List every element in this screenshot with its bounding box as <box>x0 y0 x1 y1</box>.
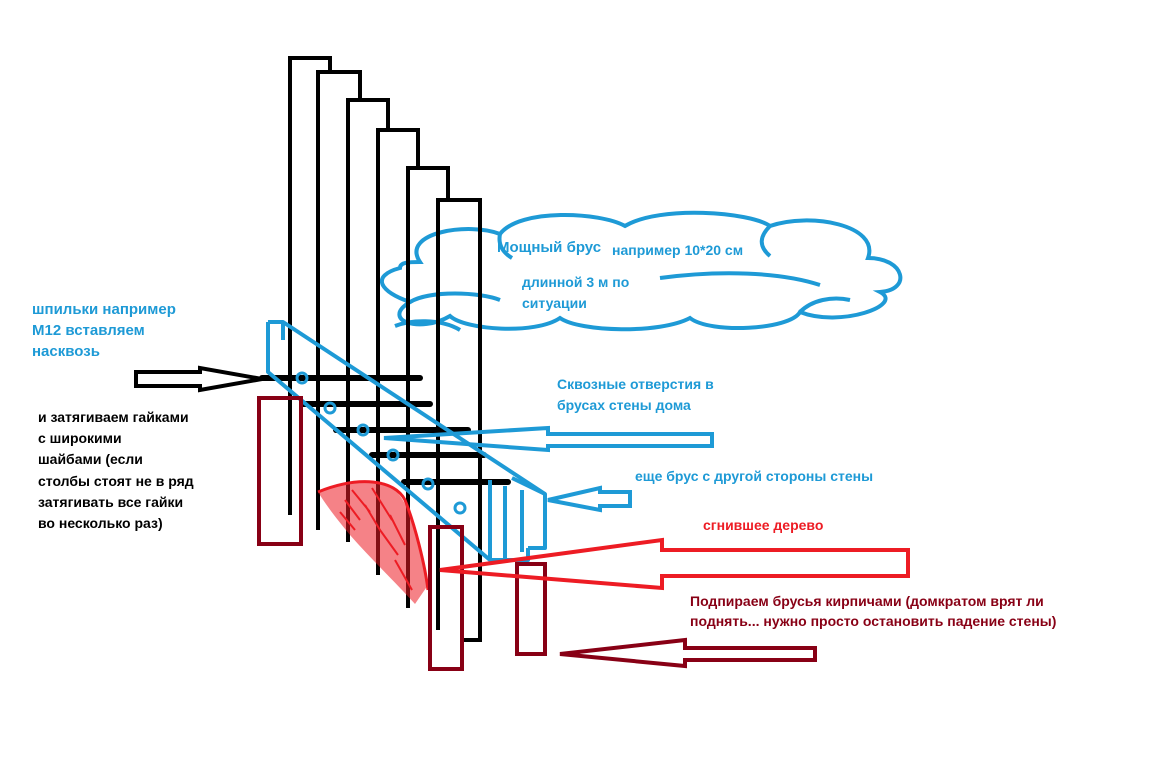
other-side-label: еще брус с другой стороны стены <box>635 468 873 484</box>
cloud-label-3: ситуации <box>522 295 587 311</box>
rotten-wood-area <box>317 480 430 604</box>
hole-1 <box>295 371 309 385</box>
brick-support-1 <box>257 396 303 546</box>
studs-label-2: М12 вставляем <box>32 322 145 339</box>
through-holes <box>295 371 467 515</box>
wall-beam-5 <box>406 166 450 608</box>
nuts-label-4: столбы стоят не в ряд <box>38 473 194 489</box>
wall-beam-3 <box>346 98 390 542</box>
arrows <box>134 365 910 669</box>
rotten-label: сгнившее дерево <box>703 517 823 533</box>
cloud-label-1a: Мощный брус <box>497 239 601 256</box>
bricks-label-2: поднять... нужно просто остановить паден… <box>690 613 1056 629</box>
nuts-label-1: и затягиваем гайками <box>38 409 189 425</box>
holes-arrow <box>383 425 714 453</box>
studs-arrow <box>134 365 263 393</box>
hole-4 <box>386 448 400 462</box>
hole-3 <box>356 423 370 437</box>
cloud-label-1b: например 10*20 см <box>612 242 743 258</box>
rotten-arrow <box>439 537 910 591</box>
holes-label-2: брусах стены дома <box>557 397 691 413</box>
nuts-label-3: шайбами (если <box>38 451 143 467</box>
brick-supports <box>257 396 547 671</box>
hole-6 <box>453 501 467 515</box>
other-side-arrow <box>547 485 632 513</box>
cloud-callout <box>379 210 903 332</box>
wall-beam-1 <box>288 56 332 515</box>
nuts-label-2: с широкими <box>38 430 122 446</box>
bricks-arrow <box>559 637 817 669</box>
brick-support-2 <box>428 525 464 671</box>
studs-label-3: насквозь <box>32 343 100 360</box>
bricks-label-1: Подпираем брусья кирпичами (домкратом вр… <box>690 593 1044 609</box>
wall-beam-2 <box>316 70 362 530</box>
nuts-label-6: во несколько раз) <box>38 515 163 531</box>
hole-5 <box>421 477 435 491</box>
wall-beams <box>288 56 482 642</box>
hole-2 <box>323 401 337 415</box>
brick-support-3 <box>515 562 547 656</box>
holes-label-1: Сквозные отверстия в <box>557 376 714 392</box>
nuts-label-5: затягивать все гайки <box>38 494 183 510</box>
cloud-label-2: длинной 3 м по <box>522 274 629 290</box>
wall-beam-4 <box>376 128 420 575</box>
studs <box>259 375 511 485</box>
diagonal-support-beam <box>266 320 547 562</box>
wall-beam-6 <box>436 198 482 642</box>
labels: Мощный брус например 10*20 см длинной 3 … <box>32 239 1056 629</box>
studs-label-1: шпильки например <box>32 301 176 318</box>
